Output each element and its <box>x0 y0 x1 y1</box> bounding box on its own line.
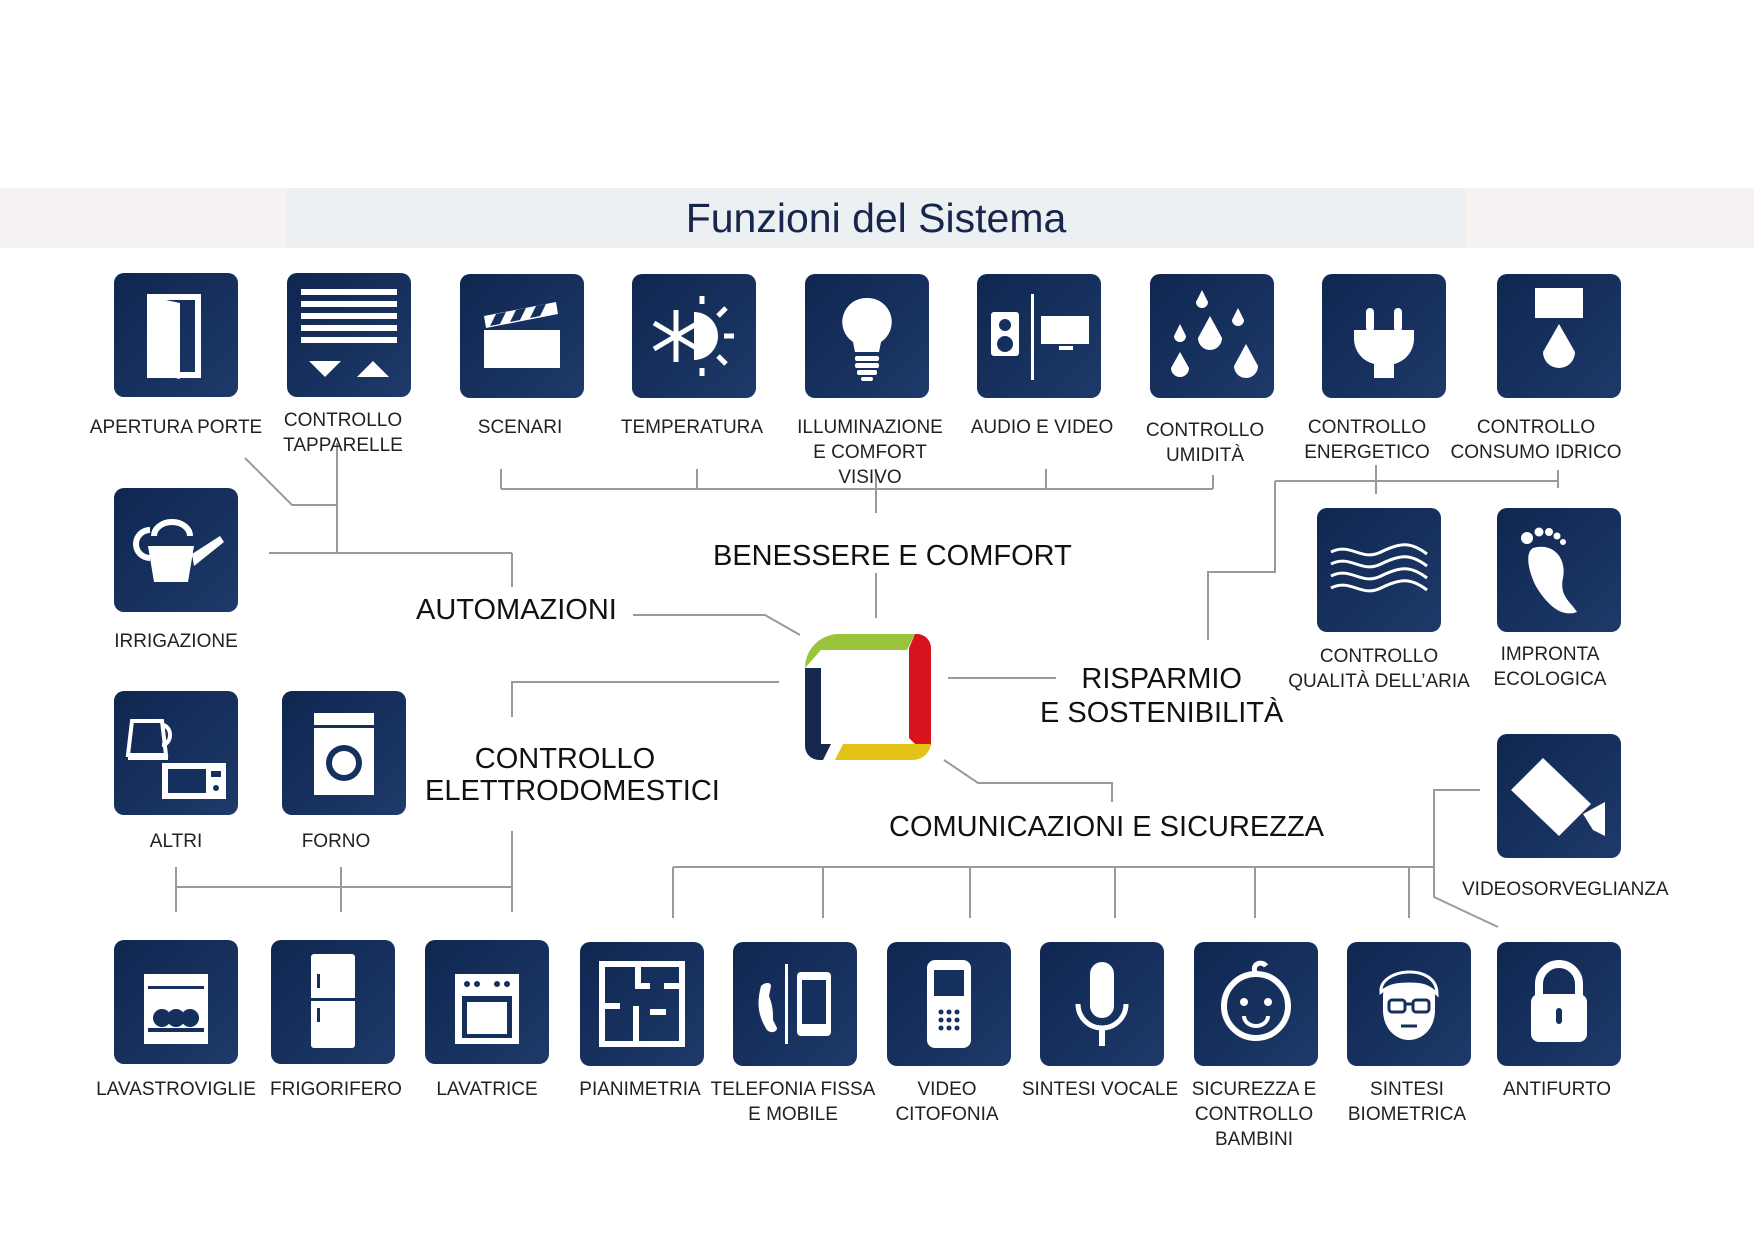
oven-icon <box>455 974 519 1044</box>
kettle-microwave-icon <box>125 719 226 799</box>
label-forno: FORNO <box>301 831 371 852</box>
snowflake-sun-icon <box>652 296 734 376</box>
category-elettrodomestici: CONTROLLO ELETTRODOMESTICI <box>425 743 720 807</box>
tile-illuminazione <box>805 274 929 398</box>
baby-face-icon <box>1221 960 1291 1041</box>
label-antifurto: ANTIFURTO <box>1502 1079 1612 1100</box>
tile-antifurto <box>1497 942 1621 1066</box>
lightbulb-icon <box>842 297 892 381</box>
tile-lavatrice <box>425 940 549 1064</box>
tile-sintesi-vocale <box>1040 942 1164 1066</box>
label-audio-video: AUDIO E VIDEO <box>970 417 1114 438</box>
tile-videosorveglianza <box>1497 734 1621 858</box>
label-sintesi-vocale: SINTESI VOCALE <box>1021 1079 1179 1100</box>
category-elettrodomestici-line2: ELETTRODOMESTICI <box>425 775 720 807</box>
speaker-tv-icon <box>991 294 1089 380</box>
tile-pianimetria <box>580 942 704 1066</box>
label-apertura-porte: APERTURA PORTE <box>89 417 263 438</box>
tile-forno <box>282 691 406 815</box>
category-comunicazioni: COMUNICAZIONI E SICUREZZA <box>889 811 1325 843</box>
plug-icon <box>1354 308 1414 378</box>
tile-temperatura <box>632 274 756 398</box>
intercom-icon <box>927 960 971 1048</box>
tile-altri <box>114 691 238 815</box>
tile-controllo-tapparelle <box>287 273 411 397</box>
label-lavatrice: LAVATRICE <box>436 1079 538 1100</box>
tile-qualita-aria <box>1317 508 1441 632</box>
tile-videocitofonia <box>887 942 1011 1066</box>
security-camera-icon <box>1511 758 1605 836</box>
category-risparmio-line2: E SOSTENIBILITÀ <box>1040 697 1284 729</box>
phone-mobile-icon <box>758 964 831 1044</box>
label-lavastoviglie: LAVASTROVIGLIE <box>96 1079 256 1100</box>
washing-machine-icon <box>314 713 374 795</box>
fridge-icon <box>311 954 355 1048</box>
category-risparmio: RISPARMIO E SOSTENIBILITÀ <box>1040 662 1283 730</box>
category-risparmio-line1: RISPARMIO <box>1081 663 1242 695</box>
label-altri: ALTRI <box>149 831 203 852</box>
label-videosorveglianza: VIDEOSORVEGLIANZA <box>1462 879 1669 900</box>
label-irrigazione: IRRIGAZIONE <box>114 631 238 652</box>
category-automazioni: AUTOMAZIONI <box>416 594 617 626</box>
watering-can-icon <box>133 519 224 582</box>
air-flow-icon <box>1330 543 1428 593</box>
label-frigorifero: FRIGORIFERO <box>270 1079 402 1100</box>
shutter-icon <box>301 289 397 377</box>
faucet-drop-icon <box>1535 288 1583 368</box>
title-band-inner <box>286 188 1466 248</box>
hub-logo <box>805 634 931 760</box>
door-icon <box>147 294 201 379</box>
category-elettrodomestici-line1: CONTROLLO <box>474 743 656 775</box>
tile-frigorifero <box>271 940 395 1064</box>
microphone-icon <box>1075 962 1129 1046</box>
tile-consumo-idrico <box>1497 274 1621 398</box>
page-title: Funzioni del Sistema <box>685 195 1067 241</box>
tile-scenari <box>460 274 584 398</box>
tile-impronta-ecologica <box>1497 508 1621 632</box>
tile-sintesi-biometrica <box>1347 942 1471 1066</box>
dishwasher-icon <box>144 974 208 1044</box>
label-temperatura: TEMPERATURA <box>620 417 764 438</box>
tile-apertura-porte <box>114 273 238 397</box>
clapperboard-icon <box>484 302 560 368</box>
category-benessere: BENESSERE E COMFORT <box>713 540 1072 572</box>
label-scenari: SCENARI <box>477 417 563 438</box>
tile-audio-video <box>977 274 1101 398</box>
tile-irrigazione <box>114 488 238 612</box>
face-glasses-icon <box>1379 970 1439 1040</box>
label-pianimetria: PIANIMETRIA <box>579 1079 701 1100</box>
tile-telefonia <box>733 942 857 1066</box>
footprint-icon <box>1521 527 1577 614</box>
tile-controllo-energetico <box>1322 274 1446 398</box>
floorplan-icon <box>599 961 685 1047</box>
water-drops-icon <box>1171 290 1258 378</box>
tile-controllo-umidita <box>1150 274 1274 398</box>
tile-lavastoviglie <box>114 940 238 1064</box>
tile-sicurezza-bambini <box>1194 942 1318 1066</box>
padlock-icon <box>1531 960 1587 1042</box>
